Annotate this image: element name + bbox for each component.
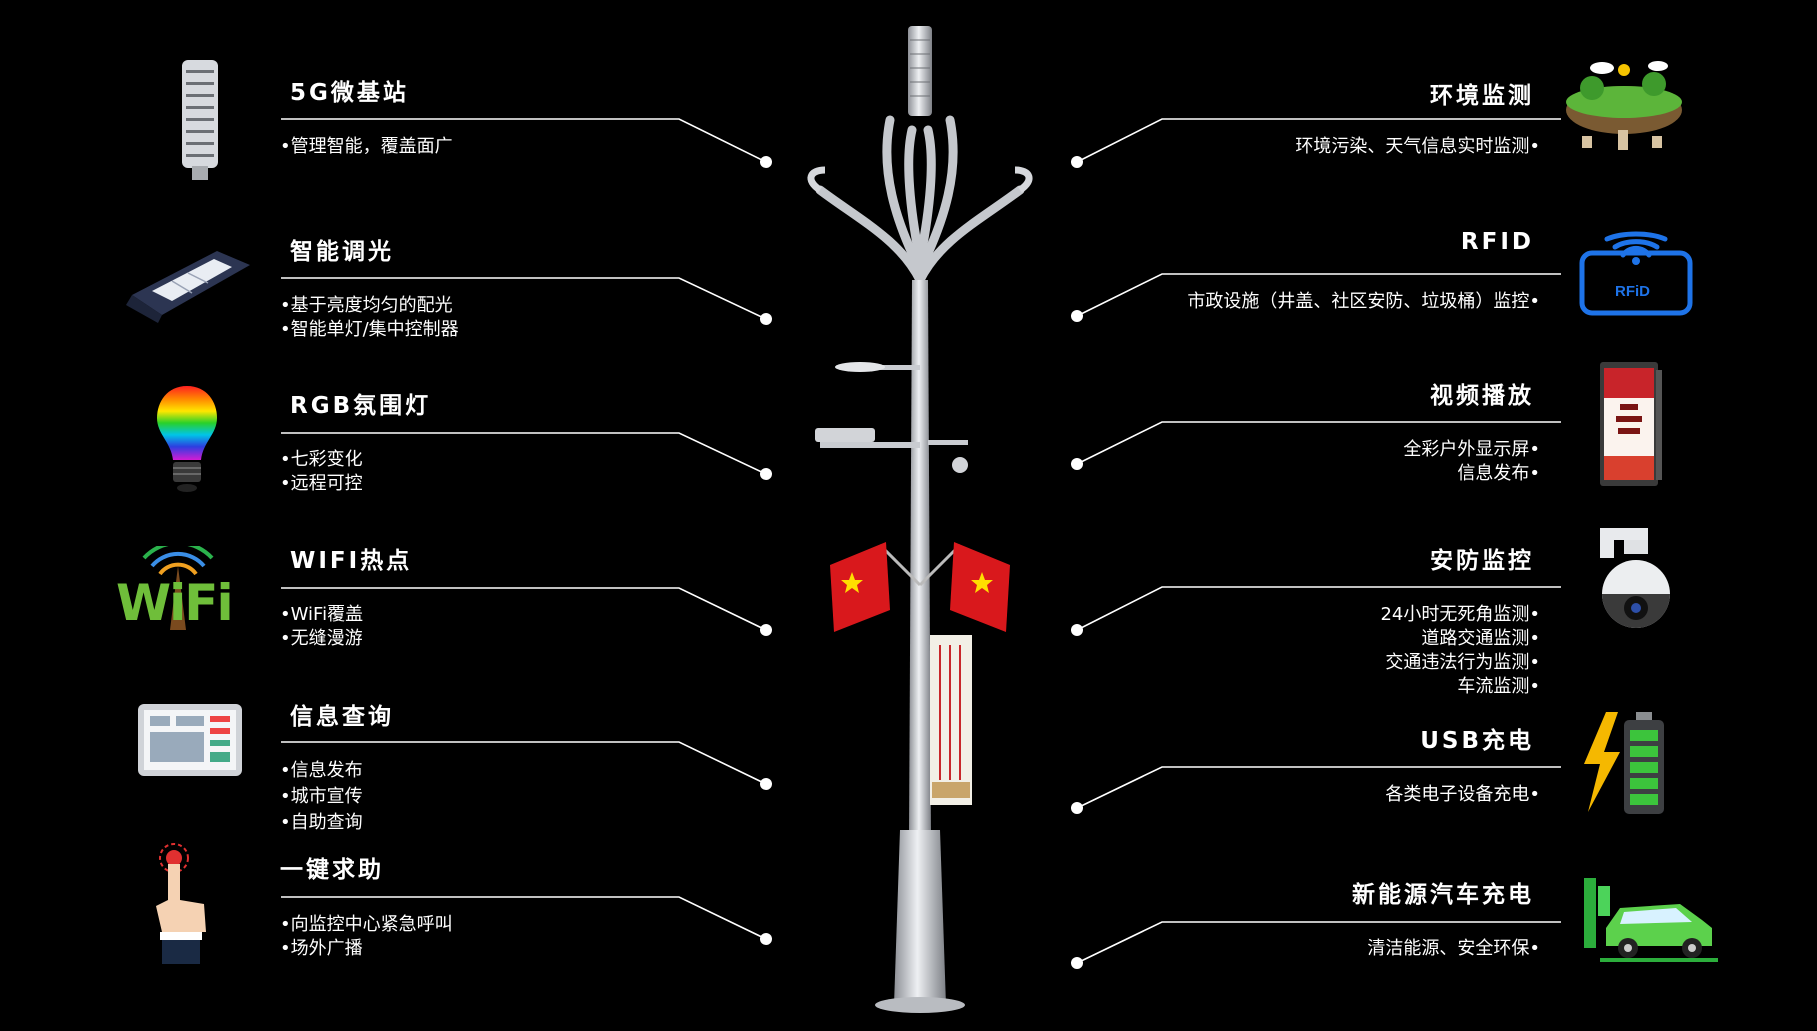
feature-title-security: 安防监控 <box>1430 548 1534 574</box>
feature-desc-line: 环境污染、天气信息实时监测• <box>1295 136 1540 157</box>
feature-desc-line: •远程可控 <box>280 473 363 494</box>
rainbow-bulb-icon <box>157 386 217 492</box>
rfid-icon: RFiD <box>1579 231 1693 317</box>
connector-line <box>281 896 767 940</box>
connector-line <box>281 277 767 320</box>
flower-crown <box>815 115 1025 285</box>
feature-desc-usb-charging: 各类电子设备充电• <box>1385 783 1540 807</box>
feature-title-usb-charging: USB充电 <box>1420 728 1534 754</box>
feature-title-video-playback: 视频播放 <box>1430 383 1534 409</box>
feature-title-one-key-help: 一键求助 <box>280 857 384 883</box>
feature-desc-line: 24小时无死角监测• <box>1380 604 1540 625</box>
feature-desc-line: •WiFi覆盖 <box>280 604 364 625</box>
connector-line <box>281 587 767 631</box>
wifi-icon: WiFi <box>112 546 244 632</box>
connector-line <box>1076 766 1561 809</box>
feature-title-wifi: WIFI热点 <box>290 548 413 574</box>
feature-desc-5g-station: •管理智能，覆盖面广 <box>280 135 453 159</box>
feature-desc-rgb-light: •七彩变化 •远程可控 <box>280 448 363 496</box>
pole-base <box>894 830 946 1005</box>
feature-desc-line: 各类电子设备充电• <box>1385 784 1540 805</box>
connector-line <box>1076 118 1561 163</box>
ev-charging-icon <box>1584 878 1718 962</box>
security-camera-icon <box>1600 528 1670 628</box>
connector-line <box>1076 421 1561 465</box>
flag-left <box>830 542 890 632</box>
connector-dot <box>1071 156 1083 168</box>
connector-dot <box>1071 802 1083 814</box>
feature-desc-line: 清洁能源、安全环保• <box>1367 938 1540 959</box>
connector-dot <box>760 933 772 945</box>
street-lamp-icon <box>126 251 250 323</box>
hand-press-icon <box>156 843 206 964</box>
feature-desc-rfid: 市政设施（井盖、社区安防、垃圾桶）监控• <box>1187 290 1540 314</box>
connector-dot <box>1071 957 1083 969</box>
feature-desc-one-key-help: •向监控中心紧急呼叫 •场外广播 <box>280 913 453 961</box>
feature-desc-line: •城市宣传 <box>280 786 363 807</box>
feature-desc-line: •信息发布 <box>280 760 363 781</box>
antenna-top <box>908 26 932 116</box>
feature-desc-line: •智能单灯/集中控制器 <box>280 319 459 340</box>
feature-desc-line: 道路交通监测• <box>1421 628 1540 649</box>
feature-desc-smart-dimming: •基于亮度均匀的配光 •智能单灯/集中控制器 <box>280 294 459 342</box>
connector-line <box>281 118 767 163</box>
feature-desc-line: 交通违法行为监测• <box>1385 652 1540 673</box>
connector-dot <box>760 468 772 480</box>
feature-desc-line: •场外广播 <box>280 938 363 959</box>
feature-desc-line: •七彩变化 <box>280 449 363 470</box>
connector-dot <box>1071 310 1083 322</box>
connector-dot <box>760 313 772 325</box>
wifi-icon-text: WiFi <box>116 574 234 632</box>
feature-desc-video-playback: 全彩户外显示屏• 信息发布• <box>1403 438 1540 486</box>
display-screen-icon <box>1600 362 1662 486</box>
feature-desc-line: 市政设施（井盖、社区安防、垃圾桶）监控• <box>1187 291 1540 312</box>
feature-title-ev-charging: 新能源汽车充电 <box>1352 882 1534 908</box>
feature-title-rfid: RFID <box>1460 229 1534 255</box>
feature-desc-line: 车流监测• <box>1457 676 1540 697</box>
feature-desc-line: •管理智能，覆盖面广 <box>280 136 453 157</box>
connector-line <box>281 741 767 785</box>
rfid-icon-text: RFiD <box>1615 283 1650 300</box>
antenna-icon <box>182 60 218 180</box>
connector-dot <box>1071 458 1083 470</box>
wifi-signal-icon <box>142 546 214 630</box>
connector-dot <box>760 778 772 790</box>
battery-charge-icon <box>1584 712 1664 814</box>
connector-dot <box>1071 624 1083 636</box>
connector-line <box>1076 921 1561 964</box>
feature-desc-environment: 环境污染、天气信息实时监测• <box>1295 135 1540 159</box>
feature-desc-line: •基于亮度均匀的配光 <box>280 295 453 316</box>
feature-desc-line: 全彩户外显示屏• <box>1403 439 1540 460</box>
connector-line <box>1076 273 1561 317</box>
feature-title-5g-station: 5G微基站 <box>290 80 409 106</box>
feature-desc-ev-charging: 清洁能源、安全环保• <box>1367 937 1540 961</box>
feature-desc-info-query: •信息发布 •城市宣传 •自助查询 <box>280 758 363 836</box>
feature-desc-line: •无缝漫游 <box>280 628 363 649</box>
feature-desc-security: 24小时无死角监测• 道路交通监测• 交通违法行为监测• 车流监测• <box>1380 603 1540 699</box>
feature-desc-line: 信息发布• <box>1457 463 1540 484</box>
environment-icon <box>1566 61 1682 150</box>
pole-shaft <box>909 280 931 840</box>
smart-pole-illustration <box>807 26 1033 1013</box>
feature-title-rgb-light: RGB氛围灯 <box>290 393 432 419</box>
feature-desc-line: •自助查询 <box>280 812 363 833</box>
connector-dot <box>760 624 772 636</box>
connector-line <box>1076 586 1561 631</box>
feature-desc-line: •向监控中心紧急呼叫 <box>280 914 453 935</box>
connector-line <box>281 432 767 475</box>
feature-title-smart-dimming: 智能调光 <box>290 239 394 265</box>
connector-dot <box>760 156 772 168</box>
feature-title-environment: 环境监测 <box>1430 83 1534 109</box>
tablet-icon <box>138 704 242 776</box>
feature-desc-wifi: •WiFi覆盖 •无缝漫游 <box>280 603 363 651</box>
feature-title-info-query: 信息查询 <box>290 704 394 730</box>
rfid-frame-icon <box>1579 231 1693 316</box>
